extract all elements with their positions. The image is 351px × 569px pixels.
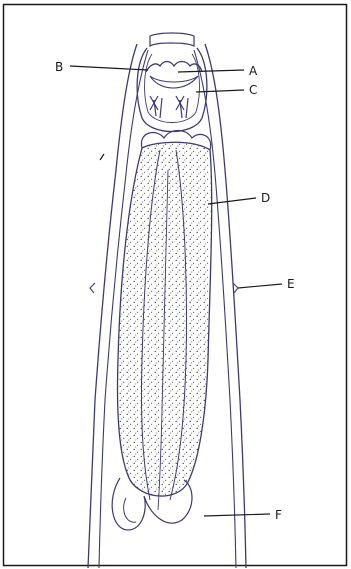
leader-line-b — [70, 66, 148, 70]
oral-opening — [150, 76, 198, 88]
leader-line-f — [204, 514, 270, 516]
leader-line-e — [238, 284, 282, 288]
capsule-gland-left — [150, 96, 162, 118]
basal-lobe-left — [124, 498, 136, 522]
leader-line-d — [208, 198, 256, 204]
label-a: A — [249, 64, 258, 78]
head-cap — [150, 33, 194, 46]
leader-line-c — [196, 90, 244, 92]
label-d: D — [261, 191, 270, 205]
leader-line-a — [178, 70, 244, 72]
lateral-notch-left — [90, 283, 95, 293]
mouth-teeth — [146, 62, 202, 73]
label-c: C — [249, 83, 257, 97]
label-f: F — [275, 508, 282, 522]
label-e: E — [287, 277, 295, 291]
body-wall-right-outer — [205, 44, 246, 568]
capsule-gland-right — [176, 96, 188, 118]
stray-mark — [100, 154, 104, 160]
buccal-capsule — [137, 48, 207, 132]
label-b: B — [55, 60, 63, 74]
